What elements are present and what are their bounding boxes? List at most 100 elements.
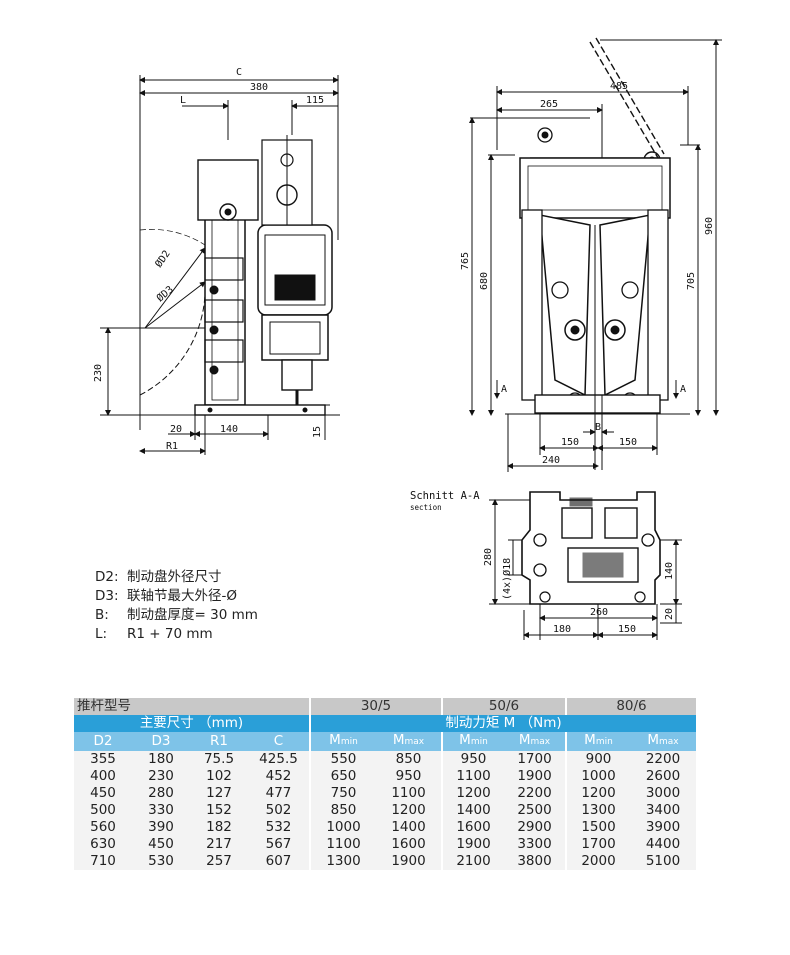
table-cell: 330 [132,802,190,819]
table-cell: 1100 [376,785,442,802]
dim-265: 265 [540,99,558,110]
col-r1: R1 [190,732,248,751]
table-cell: 3800 [504,853,566,870]
dim-15: 15 [312,426,323,438]
dim-d3: ØD3 [154,283,176,304]
dim-150-left: 150 [561,437,579,448]
model-group-1: 30/5 [309,698,442,715]
dim-240: 240 [542,455,560,466]
table-cell: 950 [376,768,442,785]
table-cell: 607 [248,853,310,870]
table-cell: 4400 [630,836,696,853]
table-cell: 127 [190,785,248,802]
dim-150-right: 150 [619,437,637,448]
front-view [469,37,722,472]
spec-table: 推杆型号 30/5 50/6 80/6 主要尺寸 （mm) 制动力矩 M （Nm… [74,698,696,870]
table-cell: 3300 [504,836,566,853]
legend-item-d2: D2:制动盘外径尺寸 [95,569,222,585]
left-side-view [100,75,340,455]
table-cell: 217 [190,836,248,853]
col-m-min-3: Mmin [565,732,630,751]
table-cell: 102 [190,768,248,785]
dim-d2: ØD2 [153,248,173,270]
table-cell: 532 [248,819,310,836]
braking-torque-label: 制动力矩 M （Nm) [309,715,696,732]
col-c: C [248,732,310,751]
col-m-min-1: Mmin [309,732,376,751]
table-cell: 1300 [309,853,376,870]
table-cell: 2600 [630,768,696,785]
table-cell: 2900 [504,819,566,836]
dim-l: L [180,95,186,106]
table-cell: 710 [74,853,132,870]
dim-765: 765 [460,252,471,270]
section-marker-a-right: A [680,384,686,395]
dim-680: 680 [479,272,490,290]
table-cell: 1100 [441,768,504,785]
dim-280: 280 [483,548,494,566]
dim-150-section: 150 [618,624,636,635]
dim-380: 380 [250,82,268,93]
table-cell: 1700 [504,751,566,768]
table-cell: 550 [309,751,376,768]
table-cell: 950 [441,751,504,768]
table-column-header-row: D2 D3 R1 C Mmin Mmax Mmin Mmax Mmin Mmax [74,732,696,751]
dim-140-section: 140 [664,562,675,580]
table-cell: 2100 [441,853,504,870]
table-cell: 1000 [309,819,376,836]
legend-item-b: B:制动盘厚度= 30 mm [95,607,258,623]
col-m-max-2: Mmax [504,732,566,751]
table-cell: 3400 [630,802,696,819]
table-cell: 530 [132,853,190,870]
table-cell: 560 [74,819,132,836]
table-cell: 1400 [376,819,442,836]
dim-485: 485 [610,81,628,92]
table-cell: 1700 [565,836,630,853]
table-cell: 180 [132,751,190,768]
table-cell: 1900 [376,853,442,870]
dim-b: B [595,422,601,433]
dim-20: 20 [170,424,182,435]
table-cell: 900 [565,751,630,768]
table-cell: 400 [74,768,132,785]
table-cell: 1000 [565,768,630,785]
table-cell: 450 [132,836,190,853]
dim-20-section: 20 [664,608,675,620]
dim-960: 960 [704,217,715,235]
table-cell: 567 [248,836,310,853]
col-m-min-2: Mmin [441,732,504,751]
table-header-row: 推杆型号 30/5 50/6 80/6 [74,698,696,715]
table-cell: 3000 [630,785,696,802]
col-m-max-3: Mmax [630,732,696,751]
table-cell: 500 [74,802,132,819]
dim-holes: (4x)Ø18 [501,558,513,600]
table-cell: 750 [309,785,376,802]
section-subtitle: section [410,503,442,512]
main-dimensions-label: 主要尺寸 （mm) [74,715,310,732]
table-cell: 477 [248,785,310,802]
table-cell: 650 [309,768,376,785]
dim-r1: R1 [166,441,178,452]
table-cell: 1100 [309,836,376,853]
section-marker-a-left: A [501,384,507,395]
thruster-model-label: 推杆型号 [74,698,310,715]
table-cell: 355 [74,751,132,768]
table-cell: 5100 [630,853,696,870]
col-d2: D2 [74,732,132,751]
dim-c: C [236,67,242,78]
model-group-3: 80/6 [565,698,696,715]
table-cell: 1600 [441,819,504,836]
table-cell: 1900 [441,836,504,853]
front-view-labels: 485 265 765 680 705 960 A A B 150 150 24… [460,81,715,466]
table-cell: 2200 [630,751,696,768]
table-cell: 230 [132,768,190,785]
table-cell: 1300 [565,802,630,819]
dim-115: 115 [306,95,324,106]
table-cell: 75.5 [190,751,248,768]
